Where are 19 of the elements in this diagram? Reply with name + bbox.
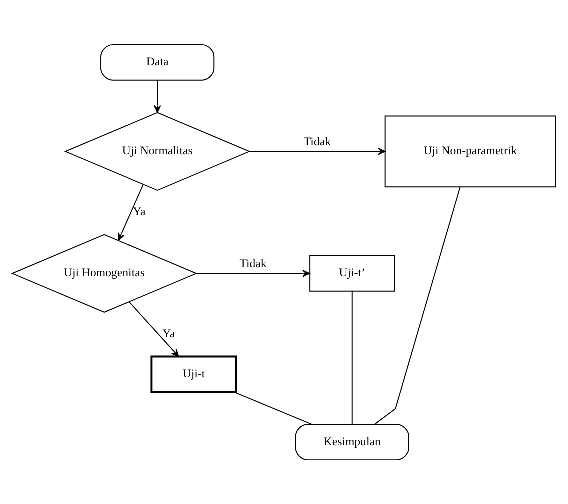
arrow (118, 184, 144, 240)
node-diamond: Uji Normalitas (64, 112, 251, 191)
edge-label: Tidak (304, 134, 331, 148)
connector (374, 186, 461, 425)
arrow (154, 79, 162, 113)
edge-label: Ya (162, 326, 176, 340)
arrow (249, 148, 386, 155)
node-box: Uji-t (150, 355, 238, 393)
connector (234, 391, 313, 425)
edge-label: Ya (133, 204, 146, 218)
edge-label: Tidak (240, 256, 267, 270)
connector (352, 290, 353, 424)
node-box: Kesimpulan (295, 424, 410, 460)
node-box: Uji Non-parametrik (384, 115, 556, 188)
node-box: Uji-t’ (310, 254, 396, 292)
node-box: Data (100, 44, 215, 80)
arrow (196, 270, 310, 277)
arrow (128, 301, 180, 357)
node-diamond: Uji Homogenitas (11, 234, 198, 313)
